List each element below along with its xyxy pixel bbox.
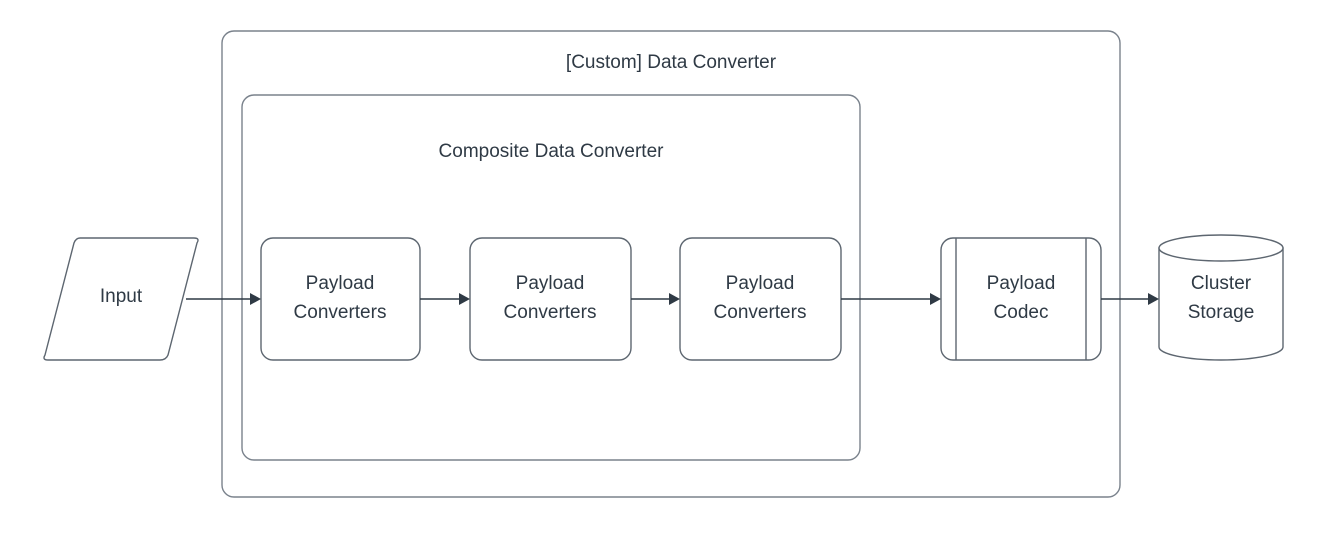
payload-converters-3-label-line2: Converters	[714, 302, 807, 323]
payload-converters-1-box[interactable]	[260, 237, 421, 361]
container-composite-data-converter[interactable]: Composite Data Converter	[241, 94, 861, 461]
cluster-storage-body[interactable]	[1158, 247, 1284, 361]
payload-converters-2-label-line1: Payload	[516, 273, 585, 294]
cluster-storage-top-ellipse	[1158, 234, 1284, 262]
edge-payload-converters-1-to-2	[420, 293, 470, 305]
payload-converters-2-box[interactable]	[469, 237, 632, 361]
payload-codec-box[interactable]	[940, 237, 1102, 361]
edge-codec-to-cluster-storage	[1101, 293, 1159, 305]
composite-data-converter-box[interactable]	[241, 94, 861, 461]
payload-codec-label-line1: Payload	[987, 273, 1056, 294]
node-input[interactable]: Input	[43, 237, 199, 361]
edge-payload-converters-3-to-codec	[841, 293, 941, 305]
edge-payload-converters-2-to-3	[631, 293, 680, 305]
node-payload-converters-2[interactable]: Payload Converters	[469, 237, 632, 361]
payload-codec-label-line2: Codec	[994, 302, 1049, 323]
payload-converters-3-label-line1: Payload	[726, 273, 795, 294]
node-payload-converters-1[interactable]: Payload Converters	[260, 237, 421, 361]
cluster-storage-label-line1: Cluster	[1191, 273, 1252, 294]
arrow-head-icon	[1148, 293, 1159, 305]
edge-input-to-payload-converters-1	[186, 293, 261, 305]
payload-converters-3-box[interactable]	[679, 237, 842, 361]
custom-data-converter-box[interactable]	[221, 30, 1121, 498]
cluster-storage-label-line2: Storage	[1188, 302, 1255, 323]
input-parallelogram[interactable]	[43, 237, 199, 361]
payload-converters-1-label-line1: Payload	[306, 273, 375, 294]
arrow-head-icon	[930, 293, 941, 305]
input-label: Input	[100, 286, 143, 307]
node-payload-codec[interactable]: Payload Codec	[940, 237, 1102, 361]
arrow-head-icon	[250, 293, 261, 305]
arrow-head-icon	[669, 293, 680, 305]
custom-data-converter-label: [Custom] Data Converter	[566, 52, 777, 73]
composite-data-converter-label: Composite Data Converter	[439, 141, 665, 162]
node-payload-converters-3[interactable]: Payload Converters	[679, 237, 842, 361]
payload-converters-1-label-line2: Converters	[294, 302, 387, 323]
arrow-head-icon	[459, 293, 470, 305]
container-custom-data-converter[interactable]: [Custom] Data Converter	[221, 30, 1121, 498]
node-cluster-storage[interactable]: Cluster Storage	[1158, 234, 1284, 361]
payload-converters-2-label-line2: Converters	[504, 302, 597, 323]
